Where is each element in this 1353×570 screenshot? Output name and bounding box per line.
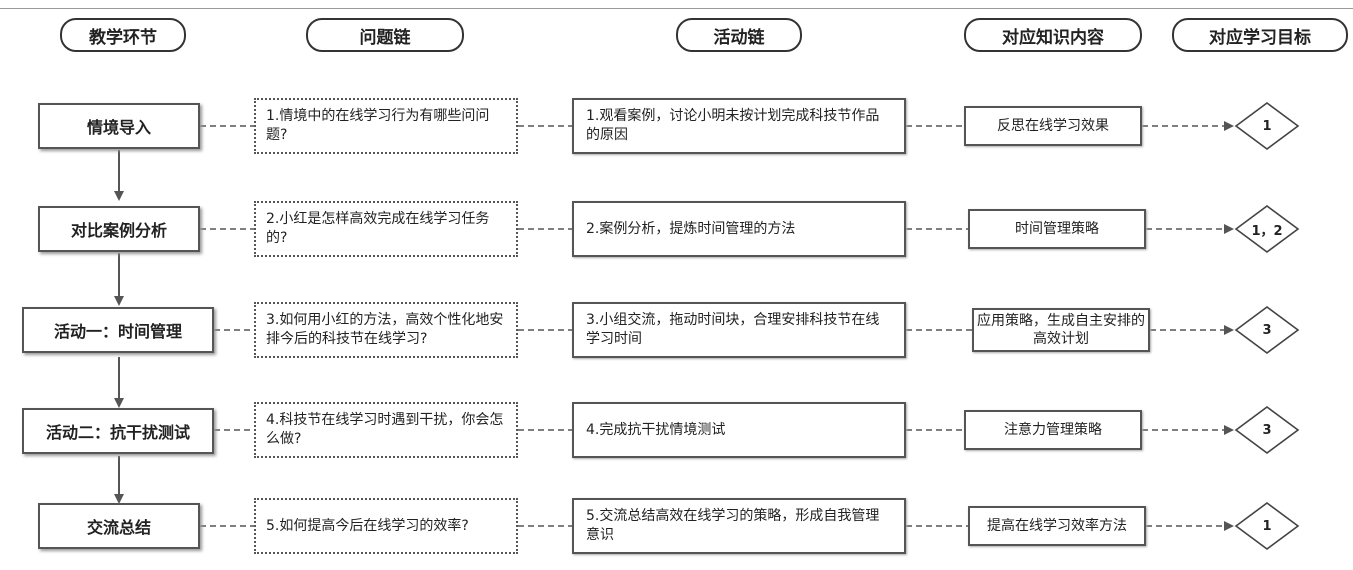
stage-box-4: 活动二：抗干扰测试 xyxy=(22,408,214,454)
question-box-4: 4.科技节在线学习时遇到干扰，你会怎么做? xyxy=(254,402,518,458)
goal-diamond-4: 3 xyxy=(1234,405,1300,455)
goal-label-4: 3 xyxy=(1262,422,1272,438)
knowledge-box-5: 提高在线学习效率方法 xyxy=(968,506,1146,546)
goal-diamond-1: 1 xyxy=(1234,101,1300,151)
top-divider-line xyxy=(0,8,1353,9)
header-teaching-stage: 教学环节 xyxy=(60,18,186,52)
activity-box-3: 3.小组交流，拖动时间块，合理安排科技节在线学习时间 xyxy=(572,302,906,358)
question-box-3: 3.如何用小红的方法，高效个性化地安排今后的科技节在线学习? xyxy=(254,302,518,358)
header-question-chain: 问题链 xyxy=(306,18,464,52)
goal-label-3: 3 xyxy=(1262,322,1272,338)
goal-diamond-3: 3 xyxy=(1234,305,1300,355)
activity-box-4: 4.完成抗干扰情境测试 xyxy=(572,402,906,458)
knowledge-box-3: 应用策略，生成自主安排的高效计划 xyxy=(972,308,1150,352)
goal-label-2: 1，2 xyxy=(1251,223,1283,239)
header-activity-chain: 活动链 xyxy=(676,18,802,52)
goal-diamond-5: 1 xyxy=(1234,501,1300,551)
question-box-1: 1.情境中的在线学习行为有哪些问问题? xyxy=(254,98,518,154)
activity-box-2: 2.案例分析，提炼时间管理的方法 xyxy=(572,201,906,257)
header-knowledge-content: 对应知识内容 xyxy=(964,18,1142,52)
stage-box-1: 情境导入 xyxy=(38,103,200,149)
stage-box-2: 对比案例分析 xyxy=(38,206,200,252)
knowledge-box-1: 反思在线学习效果 xyxy=(964,106,1142,146)
goal-label-5: 1 xyxy=(1262,518,1272,534)
activity-box-5: 5.交流总结高效在线学习的策略，形成自我管理意识 xyxy=(572,498,906,554)
knowledge-box-2: 时间管理策略 xyxy=(968,209,1146,249)
question-box-5: 5.如何提高今后在线学习的效率? xyxy=(254,498,518,554)
knowledge-box-4: 注意力管理策略 xyxy=(964,410,1142,450)
goal-label-1: 1 xyxy=(1262,118,1272,134)
goal-diamond-2: 1，2 xyxy=(1234,204,1300,254)
question-box-2: 2.小红是怎样高效完成在线学习任务的? xyxy=(254,201,518,257)
stage-box-5: 交流总结 xyxy=(38,503,200,549)
stage-box-3: 活动一：时间管理 xyxy=(22,307,214,353)
activity-box-1: 1.观看案例，讨论小明未按计划完成科技节作品的原因 xyxy=(572,98,906,154)
header-learning-goal: 对应学习目标 xyxy=(1172,18,1348,52)
